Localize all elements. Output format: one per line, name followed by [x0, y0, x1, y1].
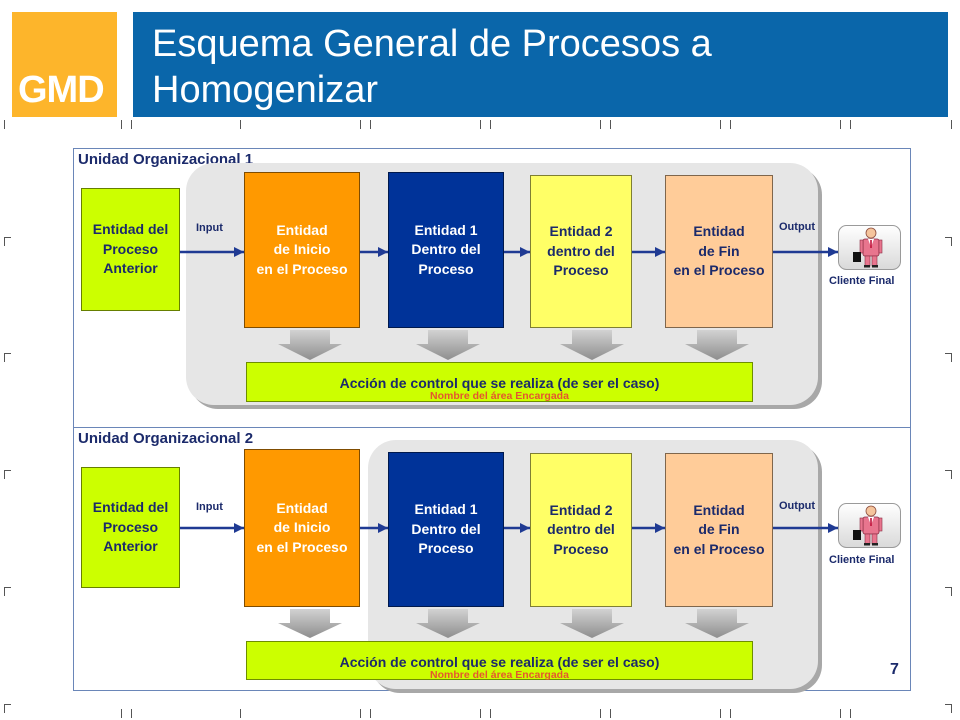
crop-mark [490, 709, 491, 718]
control-action-bar: Acción de control que se realiza (de ser… [246, 362, 753, 402]
gmd-logo: GMD [12, 12, 117, 117]
org-unit-label: Unidad Organizacional 2 [78, 430, 254, 447]
previous-process-entity: Entidad del Proceso Anterior [81, 188, 180, 311]
entity-2: Entidad 2 dentro del Proceso [530, 453, 632, 607]
crop-mark [850, 709, 851, 718]
input-label: Input [196, 501, 223, 513]
crop-mark [4, 353, 5, 362]
crop-mark [4, 470, 11, 471]
crop-mark [4, 237, 5, 246]
down-arrow [416, 330, 480, 360]
crop-mark [600, 120, 601, 129]
down-arrow [416, 609, 480, 638]
entity-1: Entidad 1 Dentro del Proceso [388, 172, 504, 328]
crop-mark [945, 353, 952, 354]
flow-connectors [180, 247, 838, 360]
crop-mark [4, 587, 5, 596]
crop-mark [480, 120, 481, 129]
diagram-frame [73, 148, 911, 691]
crop-mark [850, 120, 851, 129]
start-entity: Entidad de Inicio en el Proceso [244, 449, 360, 607]
control-action-text: Acción de control que se realiza (de ser… [339, 375, 660, 391]
previous-process-entity: Entidad del Proceso Anterior [81, 467, 180, 588]
crop-mark [610, 709, 611, 718]
businessman-icon [838, 225, 901, 270]
crop-mark [951, 237, 952, 246]
logo-text: GMD [18, 69, 105, 111]
page-title: Esquema General de Procesos a Homogeniza… [152, 23, 712, 111]
down-arrow [278, 330, 342, 360]
crop-mark [370, 709, 371, 718]
output-label: Output [779, 221, 816, 233]
responsible-area-note: Nombre del área Encargada [430, 390, 569, 402]
crop-mark [720, 120, 721, 129]
crop-mark [730, 120, 731, 129]
output-label: Output [779, 500, 816, 512]
client-label: Cliente Final [829, 275, 895, 287]
crop-mark [4, 353, 11, 354]
crop-mark [600, 709, 601, 718]
crop-mark [480, 709, 481, 718]
crop-mark [945, 470, 952, 471]
crop-mark [945, 237, 952, 238]
down-arrow [560, 609, 624, 638]
org-unit-1: Unidad Organizacional 1 Entidad del Proc… [73, 148, 911, 427]
crop-mark [840, 709, 841, 718]
down-arrow [685, 609, 749, 638]
crop-mark [360, 709, 361, 718]
crop-mark [360, 120, 361, 129]
input-label: Input [196, 222, 223, 234]
section-divider [73, 427, 911, 428]
crop-mark [490, 120, 491, 129]
crop-mark [4, 470, 5, 479]
down-arrow [278, 609, 342, 638]
crop-mark [131, 709, 132, 718]
responsible-area-note: Nombre del área Encargada [430, 669, 569, 681]
page-number: 7 [890, 661, 899, 678]
crop-mark [945, 704, 952, 705]
businessman-icon [838, 503, 901, 548]
crop-mark [131, 120, 132, 129]
crop-mark [945, 587, 952, 588]
crop-mark [4, 704, 11, 705]
start-entity: Entidad de Inicio en el Proceso [244, 172, 360, 328]
crop-mark [240, 709, 241, 718]
crop-mark [720, 709, 721, 718]
crop-mark [951, 704, 952, 713]
crop-mark [610, 120, 611, 129]
crop-mark [4, 587, 11, 588]
crop-mark [951, 587, 952, 596]
crop-mark [4, 704, 5, 713]
crop-mark [121, 709, 122, 718]
entity-2: Entidad 2 dentro del Proceso [530, 175, 632, 328]
control-action-bar: Acción de control que se realiza (de ser… [246, 641, 753, 681]
crop-mark [121, 120, 122, 129]
crop-mark [240, 120, 241, 129]
crop-mark [951, 353, 952, 362]
end-entity: Entidad de Fin en el Proceso [665, 175, 773, 328]
crop-mark [730, 709, 731, 718]
end-entity: Entidad de Fin en el Proceso [665, 453, 773, 607]
crop-mark [4, 120, 5, 129]
entity-1: Entidad 1 Dentro del Proceso [388, 452, 504, 607]
flow-connectors [180, 523, 838, 638]
control-action-text: Acción de control que se realiza (de ser… [339, 654, 660, 670]
title-bar: Esquema General de Procesos a Homogeniza… [133, 12, 948, 117]
crop-mark [4, 237, 11, 238]
down-arrow [560, 330, 624, 360]
org-unit-2: Unidad Organizacional 2 Entidad del Proc… [73, 427, 911, 691]
client-label: Cliente Final [829, 554, 895, 566]
crop-mark [840, 120, 841, 129]
down-arrow [685, 330, 749, 360]
crop-mark [951, 470, 952, 479]
crop-mark [951, 120, 952, 129]
crop-mark [370, 120, 371, 129]
